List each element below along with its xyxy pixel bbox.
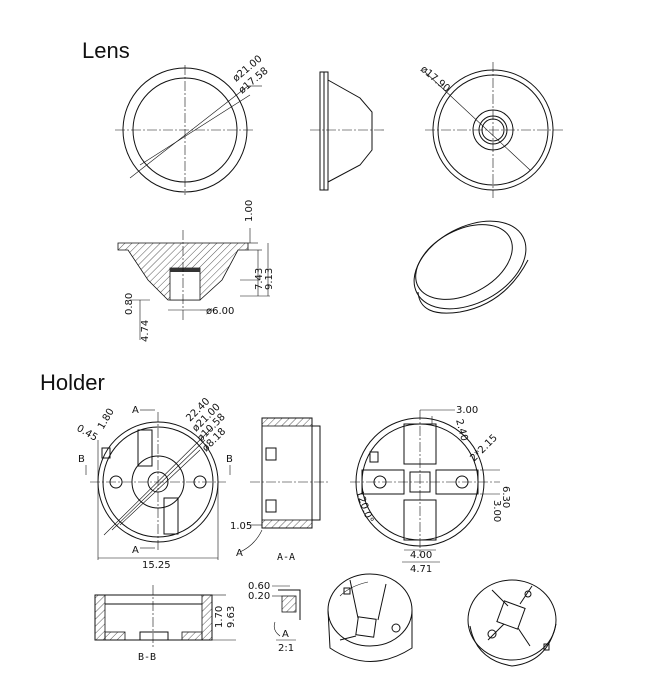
lens-side-view <box>310 71 385 191</box>
holder-rear-view: 3.00 2.40 2*2.15 6.30 3.00 4.00 4.71 120… <box>350 405 511 575</box>
lens-dim-thickness: 1.00 <box>244 200 255 222</box>
detail-marker: A <box>236 548 243 559</box>
section-a-top: A <box>132 405 139 416</box>
holder-detail-a: 0.60 0.20 A 2:1 <box>248 581 301 654</box>
detail-dim-0: 0.60 <box>248 581 270 592</box>
holder-angle: 120.0° <box>353 489 375 524</box>
holder-side-view: 1.05 A-A A <box>230 417 330 563</box>
holder-side-dim: 1.05 <box>230 521 252 532</box>
lens-dim-bottom: ø6.00 <box>206 306 234 317</box>
holder-bottom-caption: B-B <box>138 652 156 663</box>
holder-bottom-view: B-B 1.70 9.63 <box>94 585 237 663</box>
lens-isometric <box>413 220 529 314</box>
holder-isometric-back <box>467 579 557 667</box>
holder-top-dim-2: 2*2.15 <box>468 433 500 465</box>
holder-top-dim-1: 2.40 <box>453 418 469 442</box>
lens-dim-h4: 4.74 <box>140 320 151 342</box>
lens-dim-h1: 7.43 <box>254 268 265 290</box>
lens-rear-view: ø17.90 <box>418 62 563 198</box>
detail-dim-1: 0.20 <box>248 591 270 602</box>
holder-top-dim-4: 3.00 <box>491 500 502 522</box>
holder-dim-1: 1.80 <box>96 407 117 432</box>
lens-dim-rear: ø17.90 <box>418 64 452 95</box>
section-b-left: B <box>78 454 85 465</box>
holder-top-dim-0: 3.00 <box>456 405 478 416</box>
lens-section-view: 1.00 7.43 9.13 0.80 4.74 ø6.00 <box>117 200 275 342</box>
detail-scale: 2:1 <box>278 643 294 654</box>
lens-front-view: ø21.00 ø17.58 <box>115 54 271 195</box>
lens-title: Lens <box>82 38 130 63</box>
holder-side-caption: A-A <box>277 552 295 563</box>
holder-title: Holder <box>40 370 105 395</box>
section-a-bottom: A <box>132 545 139 556</box>
holder-top-dim-3: 6.30 <box>500 486 511 508</box>
holder-top-dim-5: 4.00 <box>410 550 432 561</box>
holder-bottom-dim-0: 1.70 <box>214 606 225 628</box>
holder-width: 15.25 <box>142 560 171 571</box>
section-b-right: B <box>226 454 233 465</box>
detail-label: A <box>282 629 289 640</box>
holder-front-view: 0.45 1.80 22.40 ø21.00 ø10.58 ø8.18 A A … <box>75 396 234 571</box>
lens-dim-h2: 9.13 <box>264 268 275 290</box>
holder-isometric-front <box>327 573 413 662</box>
lens-dim-h3: 0.80 <box>124 293 135 315</box>
holder-bottom-dim-1: 9.63 <box>226 606 237 628</box>
holder-top-dim-6: 4.71 <box>410 564 432 575</box>
